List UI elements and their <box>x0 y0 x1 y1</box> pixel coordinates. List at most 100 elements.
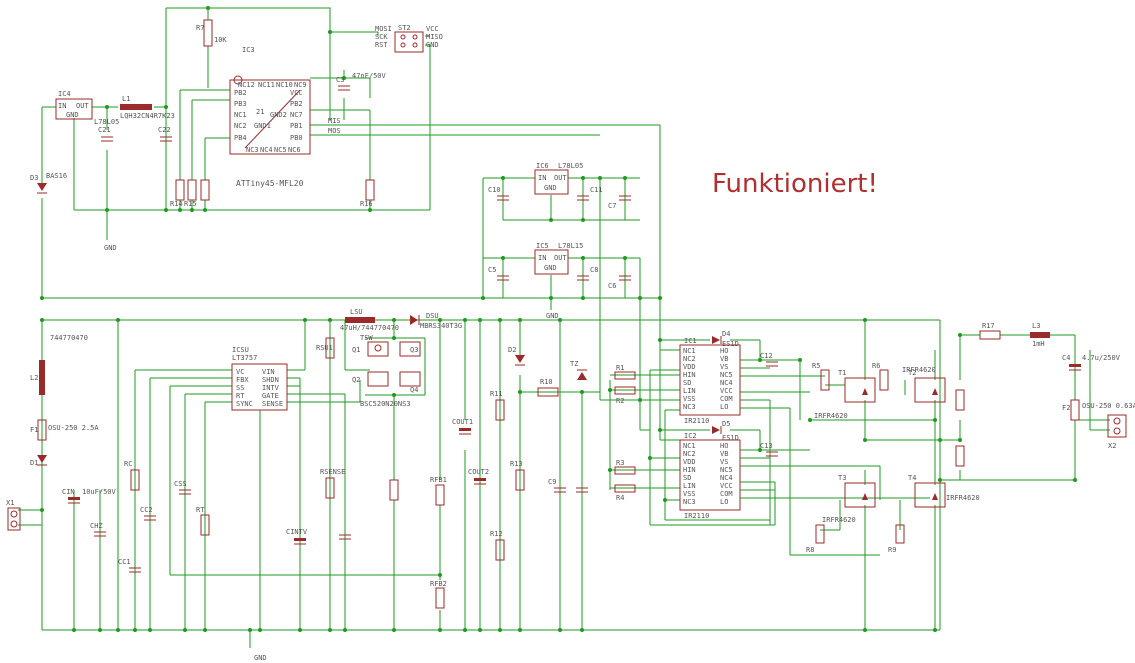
c21-name: C21 <box>98 126 111 134</box>
st2-left-2: RST <box>375 41 388 49</box>
ic1-pin-left-7: NC3 <box>683 403 696 411</box>
ic1-pin-left-6: VSS <box>683 395 696 403</box>
cout2-name: COUT2 <box>468 468 489 476</box>
r7-value: 10K <box>214 36 227 44</box>
tsw-name: TSW <box>360 334 373 342</box>
ic1-pin-left-5: LIN <box>683 387 696 395</box>
ic1-pin-right-5: VCC <box>720 387 733 395</box>
annotation-text: Funktioniert! <box>712 169 878 199</box>
ic1-pin-left-1: NC2 <box>683 355 696 363</box>
t2-name: T2 <box>908 369 916 377</box>
ic1-pin-left-4: SD <box>683 379 691 387</box>
labels: Funktioniert! IC4 IN OUT GND L78L05 L1 L… <box>6 24 1135 662</box>
q1-label: Q1 <box>352 346 360 354</box>
r3-name: R3 <box>616 459 624 467</box>
ic1-pin-right-4: NC4 <box>720 379 733 387</box>
ic3-pin-top-3: NC9 <box>294 81 307 89</box>
ic3-pin-right-0: VCC <box>290 89 303 97</box>
icsu-pin-right-3: GATE <box>262 392 279 400</box>
icsu-pin-right-2: INTV <box>262 384 280 392</box>
icsu-pin-left-4: SYNC <box>236 400 253 408</box>
cc1-name: CC1 <box>118 558 131 566</box>
dsu-name: DSU <box>426 312 439 320</box>
cin-value: 10uF/50V <box>82 488 117 496</box>
icsu-name: ICSU <box>232 346 249 354</box>
st2-left-0: MOSI <box>375 25 392 33</box>
ic1-body <box>679 344 741 416</box>
f1-name: F1 <box>30 426 38 434</box>
r10-name: R10 <box>540 378 553 386</box>
q4-label: Q4 <box>410 386 418 394</box>
st2-right-1: MISO <box>426 33 443 41</box>
t1-value: IRFR4620 <box>814 412 848 420</box>
ic3-pin-top-2: NC10 <box>276 81 293 89</box>
ic2-name: IC2 <box>684 432 697 440</box>
c12-name: C12 <box>760 352 773 360</box>
ic5-pin-out: OUT <box>554 254 567 262</box>
wires <box>18 7 1110 648</box>
ic1-pin-right-2: VS <box>720 363 728 371</box>
r12-name: R12 <box>490 530 503 538</box>
c3-name: C3 <box>336 76 344 84</box>
ic4-pin-in: IN <box>58 102 66 110</box>
icsu-pin-left-0: VC <box>236 368 244 376</box>
ic2-pin-right-3: NC5 <box>720 466 733 474</box>
cout1-name: COUT1 <box>452 418 473 426</box>
rsense-name: RSENSE <box>320 468 345 476</box>
l2-value: 744770470 <box>50 334 88 342</box>
css-name: CSS <box>174 480 187 488</box>
c4-name: C4 <box>1062 354 1070 362</box>
t4-value: IRFR4620 <box>946 494 980 502</box>
ic1-pin-right-6: COM <box>720 395 733 403</box>
icsu-pin-left-3: RT <box>236 392 245 400</box>
f2-value: OSU-250 0.63A <box>1082 402 1135 410</box>
cintv-name: CINTV <box>286 528 308 536</box>
ic2-pin-right-0: HO <box>720 442 728 450</box>
st2-name: ST2 <box>398 24 411 32</box>
ic2-value: IR2110 <box>684 512 709 520</box>
ic3-pin-right-4: PB0 <box>290 134 303 142</box>
ic3-pin-bottom-1: NC4 <box>260 146 273 154</box>
ic2-pin-left-0: NC1 <box>683 442 696 450</box>
tz-name: TZ <box>570 360 578 368</box>
st2-right-2: GND <box>426 41 439 49</box>
d3-value: BAS16 <box>46 172 67 180</box>
cc2-name: CC2 <box>140 506 153 514</box>
d4-name: D4 <box>722 330 730 338</box>
ic1-pin-left-3: HIN <box>683 371 696 379</box>
c4-value: 4.7u/250V <box>1082 354 1121 362</box>
c22-name: C22 <box>158 126 171 134</box>
c10-name: C10 <box>488 186 501 194</box>
ic2-pin-left-4: SD <box>683 474 691 482</box>
ic2-pin-left-1: NC2 <box>683 450 696 458</box>
ic3-pin-bottom-3: NC6 <box>288 146 301 154</box>
ic3-pin-right-3: PB1 <box>290 122 303 130</box>
c5-name: C5 <box>488 266 496 274</box>
ic2-pin-left-5: LIN <box>683 482 696 490</box>
icsu-pin-left-1: FBX <box>236 376 249 384</box>
r2-name: R2 <box>616 397 624 405</box>
st2-left-1: SCK <box>375 33 388 41</box>
ic3-pin-left-4: PB4 <box>234 134 247 142</box>
ic4-pin-out: OUT <box>76 102 89 110</box>
mis-label: MIS <box>328 117 341 125</box>
ic3-pin-right-2: NC7 <box>290 111 303 119</box>
ic1-value: IR2110 <box>684 417 709 425</box>
ic3-center-0: GND1 <box>254 122 271 130</box>
junctions <box>40 6 1077 632</box>
ic2-pin-right-4: NC4 <box>720 474 733 482</box>
ic3-pin-top-1: NC11 <box>258 81 275 89</box>
l1-value: LQH32CN4R7K23 <box>120 112 175 120</box>
ic4-value: L78L05 <box>94 118 119 126</box>
d5-value: ES1D <box>722 434 739 442</box>
t4-name: T4 <box>908 474 916 482</box>
ic3-center-1: GND2 <box>270 111 287 119</box>
l2-name: L2 <box>30 374 38 382</box>
icsu-pin-right-4: SENSE <box>262 400 283 408</box>
r8-name: R8 <box>806 546 814 554</box>
rfb2-name: RFB2 <box>430 580 447 588</box>
t2-value: IRFR4620 <box>902 366 936 374</box>
d3-name: D3 <box>30 174 38 182</box>
